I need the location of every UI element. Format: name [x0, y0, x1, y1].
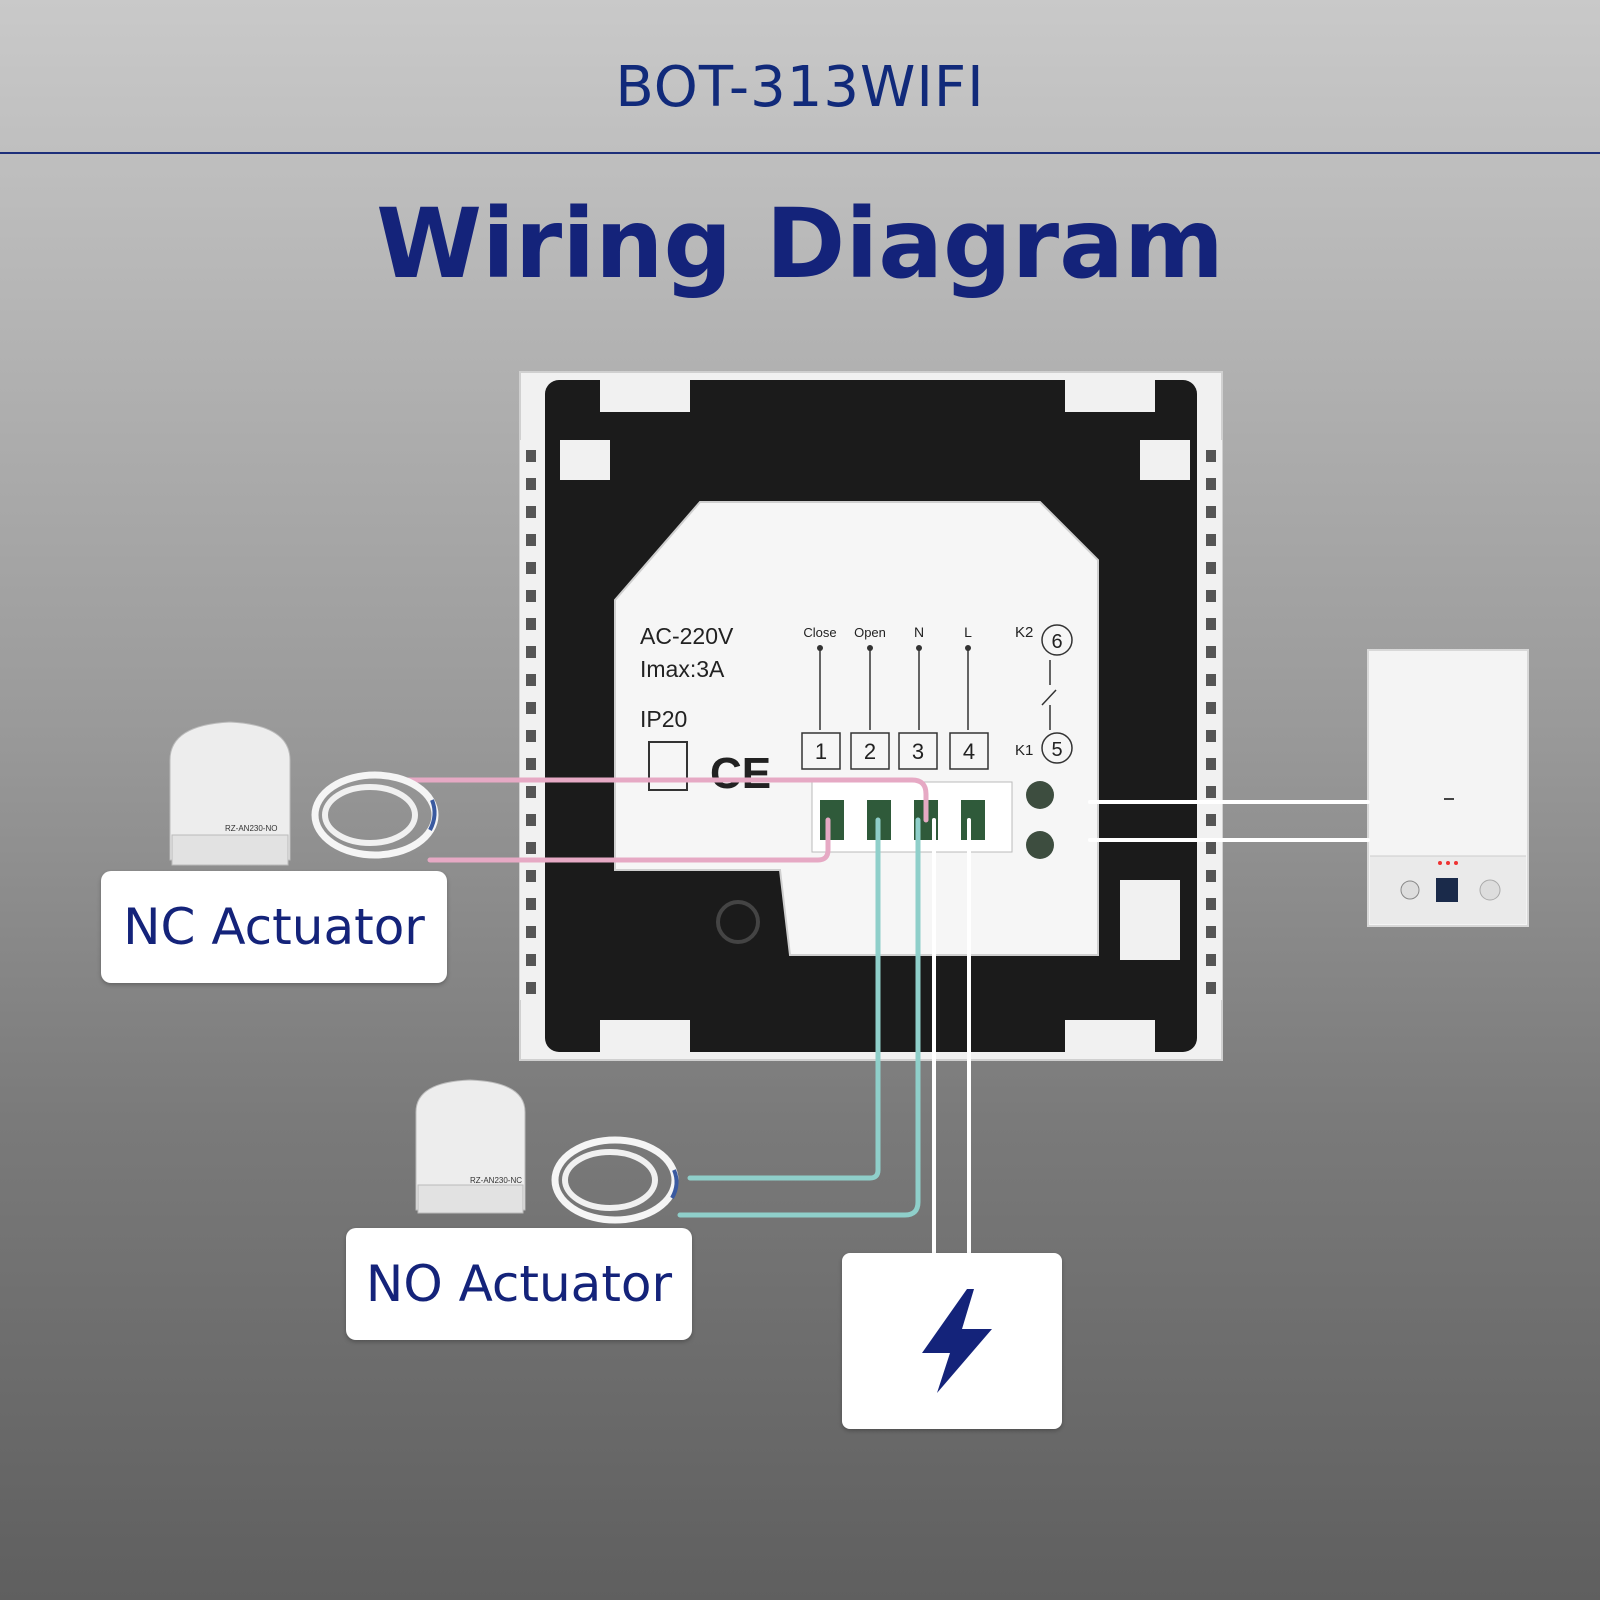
terminal-label-close: Close — [803, 625, 836, 640]
spec-ip-rating: IP20 — [640, 706, 687, 732]
terminal-number-4: 4 — [963, 739, 975, 764]
spec-current: Imax:3A — [640, 656, 725, 682]
terminal-label-l: L — [964, 624, 972, 640]
terminal-module: AC-220V Imax:3A IP20 CE Close Open N L 1… — [614, 501, 1099, 956]
no-actuator-label: NO Actuator — [346, 1228, 692, 1340]
no-wire-2 — [677, 817, 921, 1218]
nc-actuator-label: NC Actuator — [101, 871, 447, 983]
nc-actuator: RZ-AN230-NO — [169, 721, 439, 866]
boiler — [1367, 649, 1529, 927]
ce-mark: CE — [710, 749, 771, 798]
nc-wire-2 — [427, 817, 831, 863]
no-actuator-model: RZ-AN230-NC — [470, 1176, 522, 1185]
no-actuator: RZ-AN230-NC — [415, 1079, 679, 1224]
terminal-label-n: N — [914, 624, 924, 640]
page-title: Wiring Diagram — [376, 188, 1224, 300]
terminal-label-open: Open — [854, 625, 886, 640]
relay-label-k1: K1 — [1015, 742, 1033, 759]
nc-actuator-model: RZ-AN230-NO — [225, 824, 277, 833]
nc-wire-1 — [402, 777, 929, 823]
lightning-bolt-icon — [922, 1289, 992, 1393]
terminal-number-3: 3 — [912, 739, 924, 764]
relay-number-6: 6 — [1051, 631, 1062, 653]
power-supply-box — [842, 1253, 1062, 1429]
no-wire-1 — [687, 817, 881, 1181]
terminal-number-2: 2 — [864, 739, 876, 764]
spec-voltage: AC-220V — [640, 623, 734, 649]
relay-number-5: 5 — [1051, 739, 1062, 761]
terminal-number-1: 1 — [815, 739, 827, 764]
wires — [402, 777, 1370, 1255]
model-name: BOT-313WIFI — [615, 55, 985, 120]
header-divider — [0, 152, 1600, 154]
relay-label-k2: K2 — [1015, 624, 1033, 641]
